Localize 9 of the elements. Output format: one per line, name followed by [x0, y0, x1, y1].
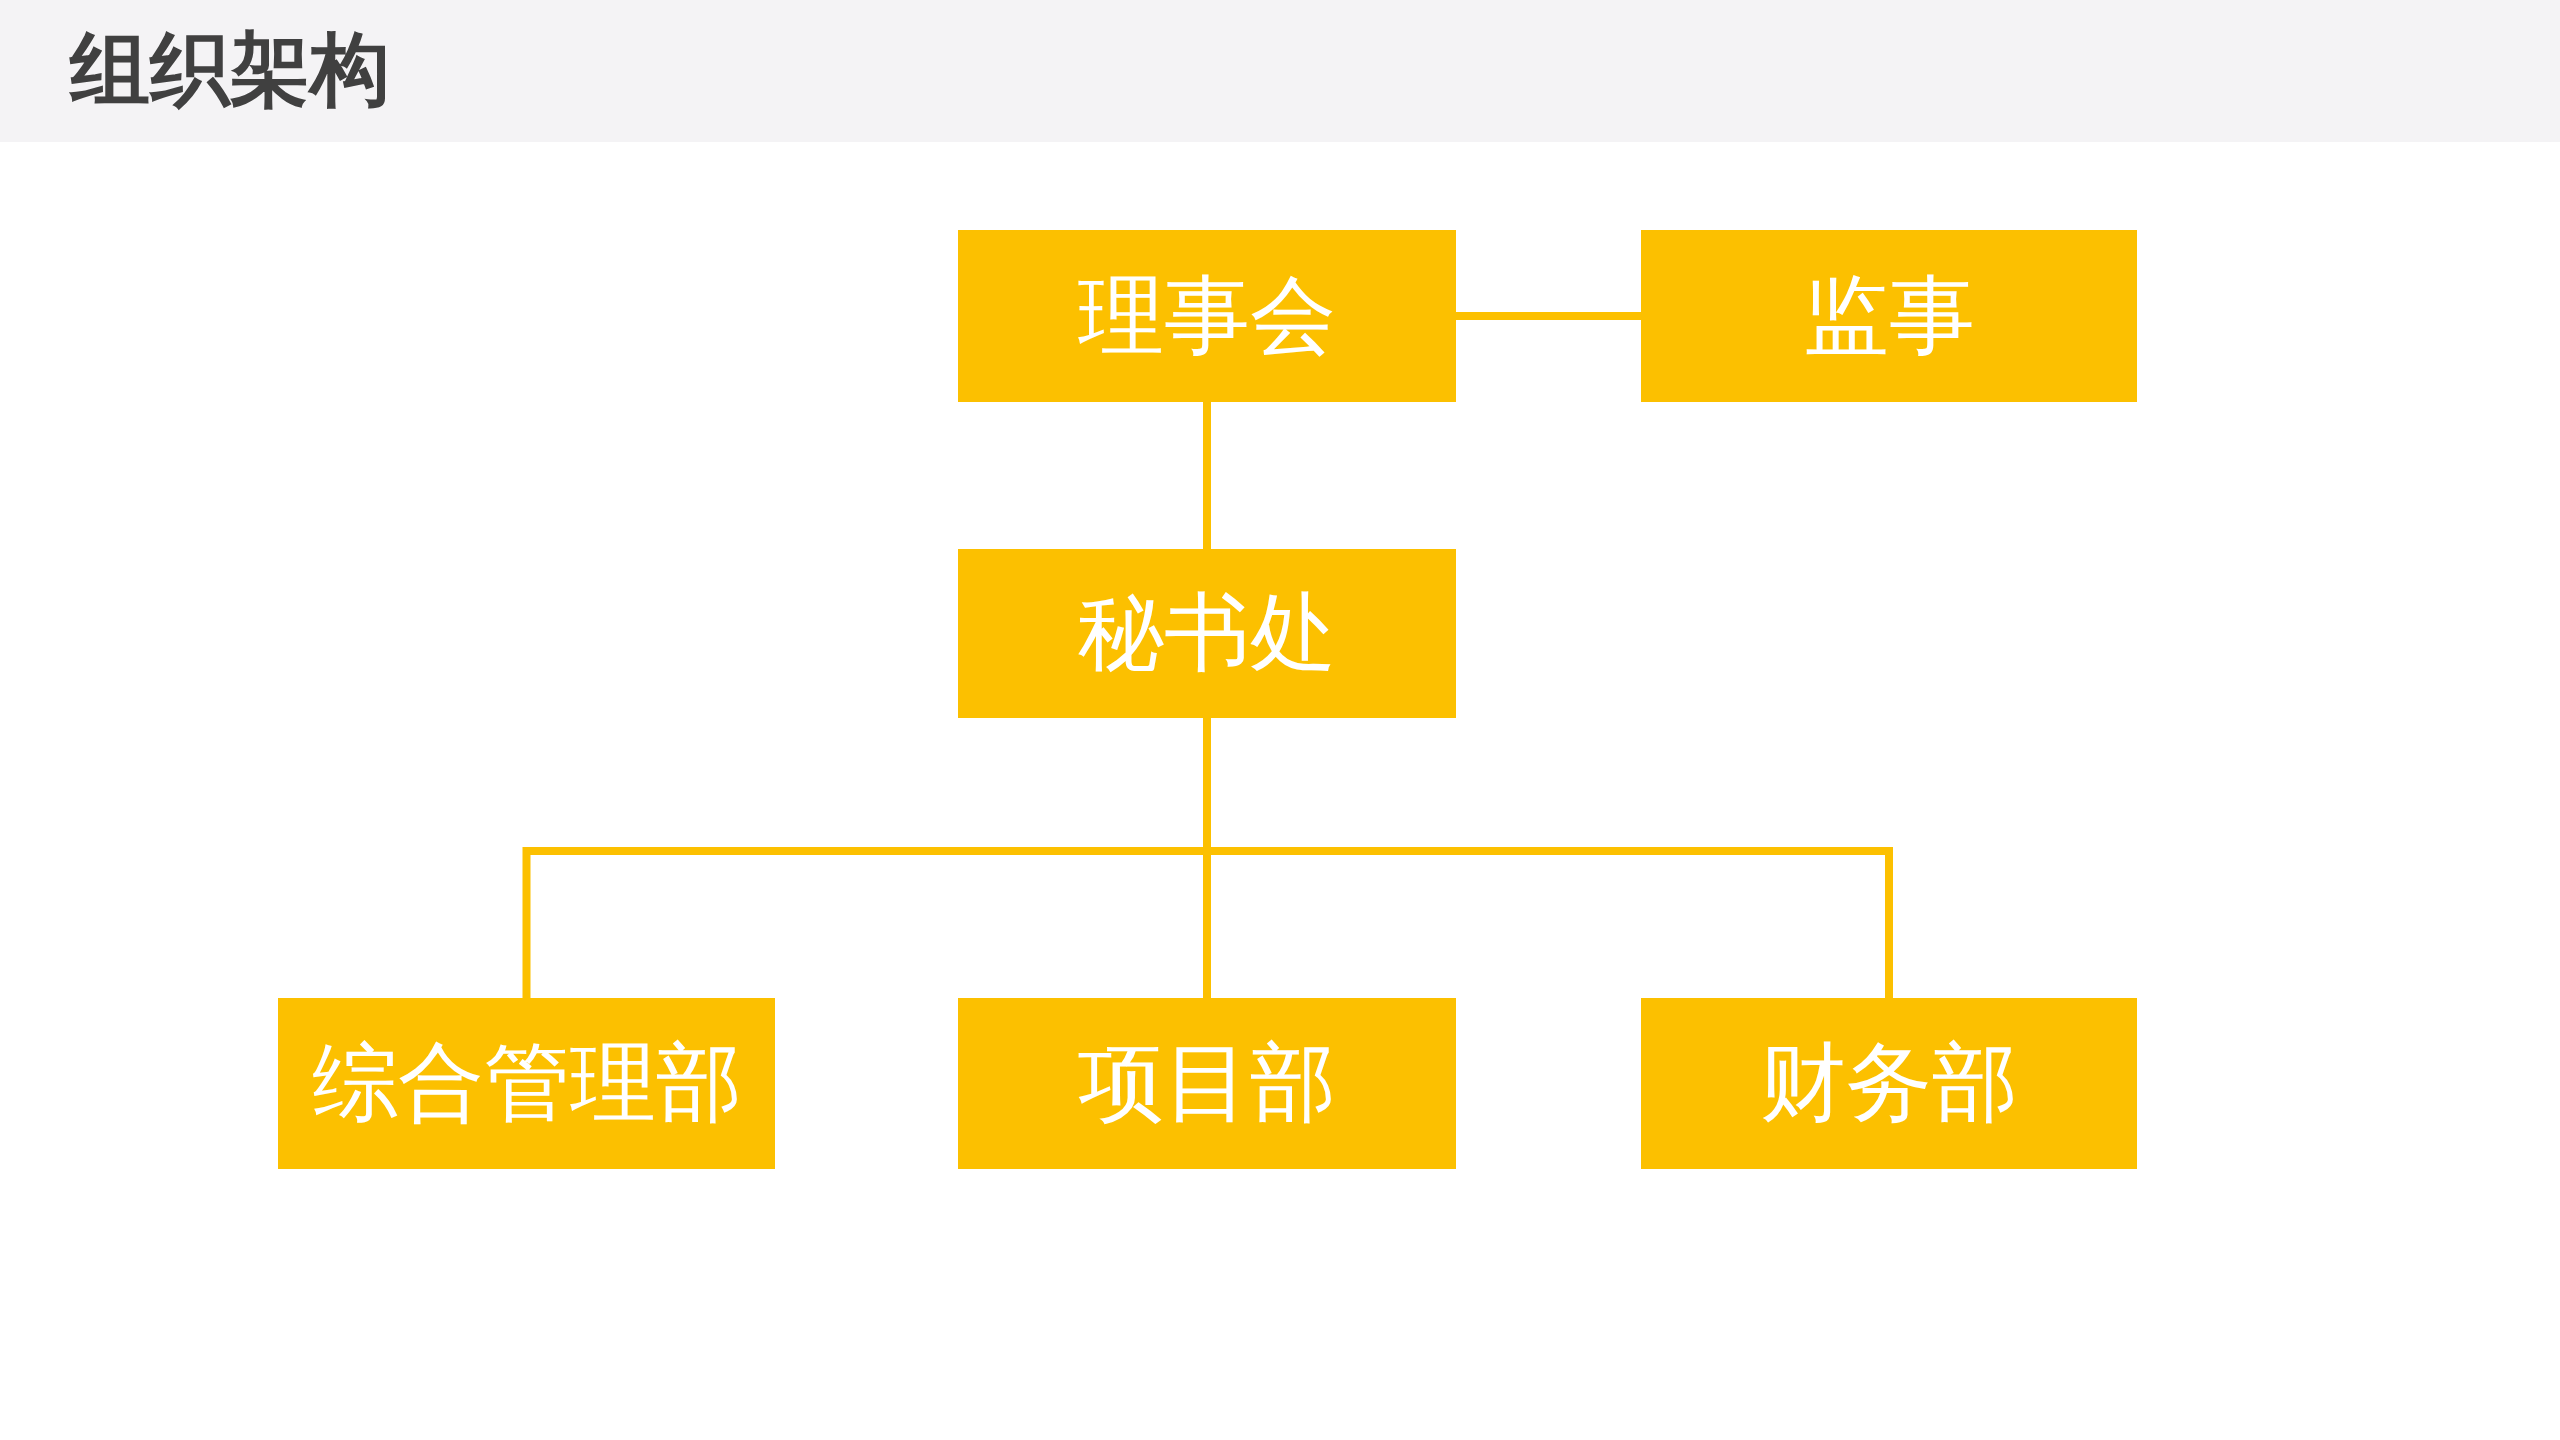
org-box: 综合管理部 [278, 998, 775, 1169]
org-box: 监事 [1641, 230, 2137, 402]
org-box: 理事会 [958, 230, 1456, 402]
org-box: 项目部 [958, 998, 1456, 1169]
org-box: 秘书处 [958, 549, 1456, 718]
org-box: 财务部 [1641, 998, 2137, 1169]
page-title: 组织架构 [70, 22, 390, 118]
connector-line [1203, 402, 1211, 549]
connector-line [1456, 312, 1641, 320]
